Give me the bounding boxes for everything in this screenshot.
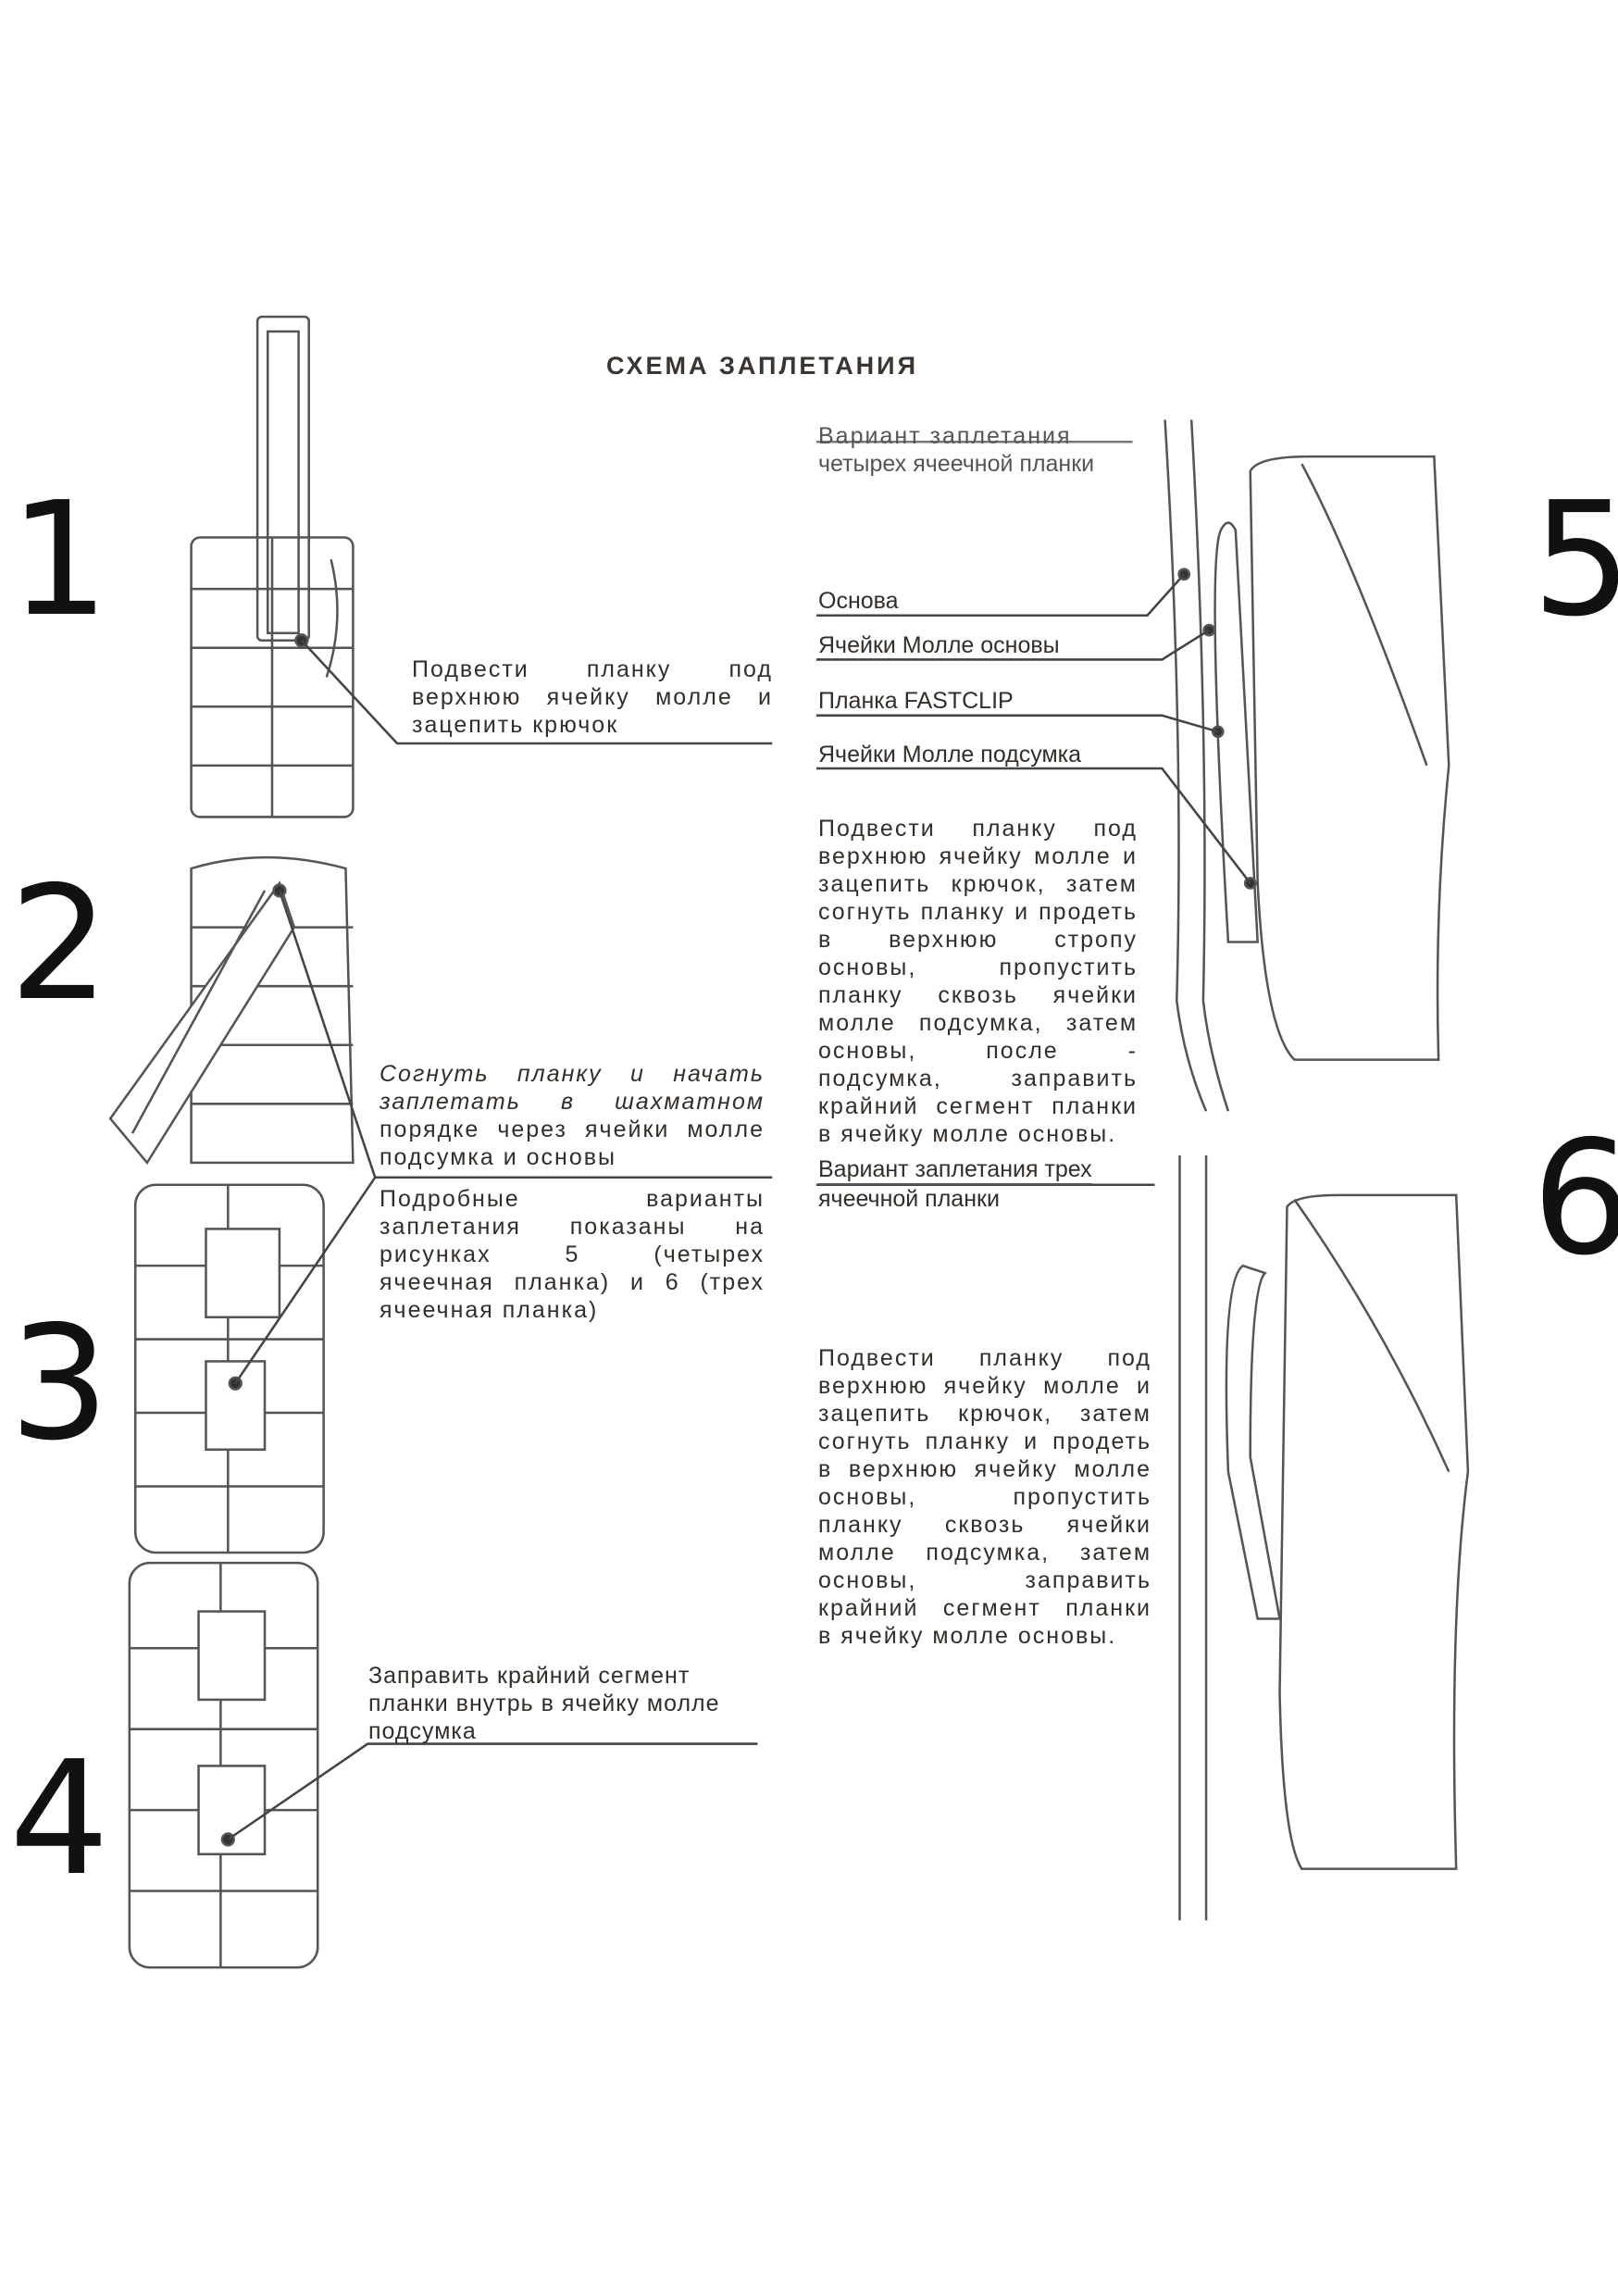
text-line: ячеечной планки	[818, 1186, 1000, 1212]
text-line: подсумка и основы	[380, 1144, 616, 1170]
step-3-text: Подробные варианты заплетания показаны н…	[380, 1185, 765, 1324]
text-line: планки внутрь в ячейку молле	[368, 1691, 720, 1716]
text-line: верхнюю ячейку молле и	[818, 1373, 1151, 1399]
text-line: Вариант заплетания трех	[818, 1155, 1092, 1185]
figure-number-5: 5	[1532, 468, 1618, 652]
figure-number-4: 4	[9, 1728, 110, 1911]
text-line: крайний сегмент планки	[818, 1093, 1138, 1119]
text-line: в ячейку молле основы.	[818, 1121, 1117, 1147]
text-line: зацепить крючок	[412, 712, 619, 738]
text-line: верхнюю ячейку молле и	[412, 684, 773, 710]
text-line: ячеечная планка)	[380, 1297, 599, 1323]
text-line: верхнюю ячейку молле и	[818, 843, 1138, 869]
text-line: Подробные варианты	[380, 1186, 765, 1212]
variant-6-text: Подвести планку под верхнюю ячейку молле…	[818, 1344, 1151, 1650]
text-line: зацепить крючок, затем	[818, 1401, 1151, 1427]
text-line: рисунках 5 (четырех	[380, 1242, 765, 1267]
text-line: в верхнюю стропу	[818, 927, 1138, 953]
text-line: заплетания показаны на	[380, 1214, 765, 1240]
text-line: крайний сегмент планки	[818, 1595, 1151, 1621]
text-line: основы, заправить	[818, 1567, 1151, 1593]
figure-3-pouch-drawing	[133, 1177, 377, 1554]
variant-5-heading: Вариант заплетания четырех ячеечной план…	[818, 422, 1142, 478]
text-line: согнуть планку и продеть	[818, 1429, 1151, 1454]
figure-4-pouch-drawing	[128, 1561, 758, 1969]
text-line: молле подсумка, затем	[818, 1540, 1151, 1566]
text-line: четырех ячеечной планки	[818, 451, 1095, 477]
label-fastclip-strap: Планка FASTCLIP	[818, 688, 1014, 714]
text-line: ячеечная планка) и 6 (трех	[380, 1269, 765, 1295]
text-line: в верхнюю ячейку молле	[818, 1456, 1151, 1482]
text-line: подсумка	[368, 1718, 477, 1744]
figure-number-6: 6	[1532, 1107, 1618, 1291]
text-line: согнуть планку и продеть	[818, 899, 1138, 925]
figure-2-pouch-drawing	[108, 855, 773, 1179]
text-line: в ячейку молле основы.	[818, 1623, 1117, 1649]
variant-5-text: Подвести планку под верхнюю ячейку молле…	[818, 815, 1138, 1148]
text-line: порядке через ячейки молле	[380, 1117, 765, 1142]
text-line: Заправить крайний сегмент	[368, 1663, 691, 1689]
text-line: молле подсумка, затем	[818, 1010, 1138, 1036]
text-line: основы, пропустить	[818, 955, 1138, 980]
text-line: планку сквозь ячейки	[818, 982, 1138, 1008]
text-line: заплетать в шахматном	[380, 1089, 765, 1115]
text-line: планку сквозь ячейки	[818, 1512, 1151, 1538]
figure-number-2: 2	[9, 853, 110, 1036]
text-line: Подвести планку под	[412, 656, 773, 682]
variant-6-heading: Вариант заплетания трех ячеечной планки	[818, 1155, 1161, 1213]
text-line: основы, после -	[818, 1038, 1138, 1064]
figure-5-side-view-drawing	[815, 419, 1450, 1112]
label-molle-base-cells: Ячейки Молле основы	[818, 632, 1060, 658]
figure-number-3: 3	[9, 1292, 110, 1476]
text-line: Согнуть планку и начать	[380, 1061, 765, 1087]
label-base: Основа	[818, 588, 899, 614]
step-1-text: Подвести планку под верхнюю ячейку молле…	[412, 655, 773, 739]
figure-6-side-view-drawing	[815, 1154, 1470, 1921]
text-line: Подвести планку под	[818, 816, 1138, 842]
text-line: основы, пропустить	[818, 1484, 1151, 1510]
step-4-text: Заправить крайний сегмент планки внутрь …	[368, 1662, 762, 1745]
figure-1-pouch-drawing	[190, 315, 773, 818]
figure-number-1: 1	[9, 468, 110, 652]
step-2-text: Согнуть планку и начать заплетать в шахм…	[380, 1060, 765, 1171]
text-line: Вариант заплетания	[818, 423, 1072, 449]
text-line: подсумка, заправить	[818, 1066, 1138, 1092]
text-line: Подвести планку под	[818, 1345, 1151, 1371]
label-molle-pouch-cells: Ячейки Молле подсумка	[818, 742, 1082, 767]
page-title: СХЕМА ЗАПЛЕТАНИЯ	[606, 352, 918, 380]
text-line: зацепить крючок, затем	[818, 871, 1138, 897]
